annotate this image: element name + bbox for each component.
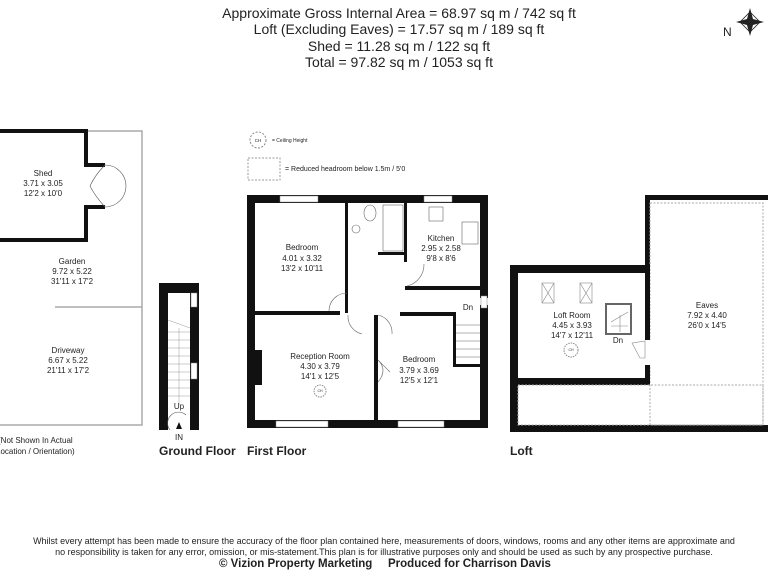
loft-room-metric: 4.45 x 3.93 <box>552 321 592 330</box>
ground-floor-title: Ground Floor <box>159 444 236 458</box>
up-label: Up <box>174 402 185 411</box>
shed-imperial: 12'2 x 10'0 <box>24 189 63 198</box>
bedroom2-imperial: 12'5 x 12'1 <box>400 376 439 385</box>
produced-for: Produced for Charrison Davis <box>388 558 551 570</box>
eaves-label: Eaves <box>696 301 718 310</box>
garden-metric: 9.72 x 5.22 <box>52 267 92 276</box>
reduced-headroom-label: = Reduced headroom below 1.5m / 5'0 <box>285 166 405 173</box>
ceiling-height-symbol <box>249 131 267 149</box>
outbuildings-plan: Shed 3.71 x 3.05 12'2 x 10'0 Garden 9.72… <box>0 129 143 456</box>
ceiling-height-marker <box>313 384 327 398</box>
garden-imperial: 31'11 x 17'2 <box>51 277 94 286</box>
reception-metric: 4.30 x 3.79 <box>300 362 340 371</box>
eaves-metric: 7.92 x 4.40 <box>687 311 727 320</box>
ground-floor-plan: Up IN Ground Floor <box>159 283 236 458</box>
reception-label: Reception Room <box>290 352 350 361</box>
kitchen-label: Kitchen <box>428 234 455 243</box>
window <box>423 195 453 203</box>
area-line-shed: Shed = 11.28 sq m / 122 sq ft <box>307 38 491 54</box>
legend: CH = Ceiling Height = Reduced headroom b… <box>247 131 405 181</box>
disclaimer-line-1: Whilst every attempt has been made to en… <box>33 536 735 546</box>
location-note-1: (Not Shown In Actual <box>0 436 73 445</box>
copyright: © Vizion Property Marketing <box>219 558 373 570</box>
disclaimer-line-2: no responsibility is taken for any error… <box>55 547 713 557</box>
loft-title: Loft <box>510 444 533 458</box>
window <box>275 420 329 428</box>
location-note-2: Location / Orientation) <box>0 447 75 456</box>
window <box>480 295 488 309</box>
area-line-gross: Approximate Gross Internal Area = 68.97 … <box>222 5 576 21</box>
bedroom1-label: Bedroom <box>286 243 319 252</box>
driveway-imperial: 21'11 x 17'2 <box>47 366 90 375</box>
loft-room-imperial: 14'7 x 12'11 <box>551 331 594 340</box>
first-floor-title: First Floor <box>247 444 307 458</box>
bedroom2-label: Bedroom <box>403 355 436 364</box>
ceiling-height-marker <box>563 342 579 358</box>
shed-metric: 3.71 x 3.05 <box>23 179 63 188</box>
eaves-imperial: 26'0 x 14'5 <box>688 321 727 330</box>
bedroom1-metric: 4.01 x 3.32 <box>282 254 322 263</box>
area-line-total: Total = 97.82 sq m / 1053 sq ft <box>305 54 493 70</box>
loft-ch: CH <box>568 348 574 352</box>
loft-plan: Loft Room 4.45 x 3.93 14'7 x 12'11 CH Dn… <box>510 195 768 458</box>
compass-north-icon: N <box>723 8 764 39</box>
entrance-label: IN <box>175 433 183 442</box>
bedroom2-metric: 3.79 x 3.69 <box>399 366 439 375</box>
ceiling-height-label: = Ceiling Height <box>272 138 308 144</box>
kitchen-imperial: 9'8 x 8'6 <box>426 254 456 263</box>
reception-ch: CH <box>317 389 323 393</box>
window <box>397 420 445 428</box>
driveway-metric: 6.67 x 5.22 <box>48 356 88 365</box>
first-floor-plan: Bedroom 4.01 x 3.32 13'2 x 10'11 Kitchen… <box>247 195 488 458</box>
bedroom1-imperial: 13'2 x 10'11 <box>281 264 324 273</box>
loft-room-label: Loft Room <box>554 311 591 320</box>
area-line-loft: Loft (Excluding Eaves) = 17.57 sq m / 18… <box>253 21 545 37</box>
stairs-down-label: Dn <box>463 303 473 312</box>
kitchen-metric: 2.95 x 2.58 <box>421 244 461 253</box>
compass-letter: N <box>723 25 732 39</box>
reception-imperial: 14'1 x 12'5 <box>301 372 340 381</box>
loft-stairs-down-label: Dn <box>613 336 623 345</box>
ceiling-symbol-text: CH <box>255 138 262 143</box>
driveway-label: Driveway <box>52 346 85 355</box>
window <box>279 195 319 203</box>
garden-label: Garden <box>59 257 86 266</box>
shed-walls <box>0 129 127 242</box>
shed-label: Shed <box>34 169 53 178</box>
reduced-headroom-symbol <box>247 157 281 181</box>
